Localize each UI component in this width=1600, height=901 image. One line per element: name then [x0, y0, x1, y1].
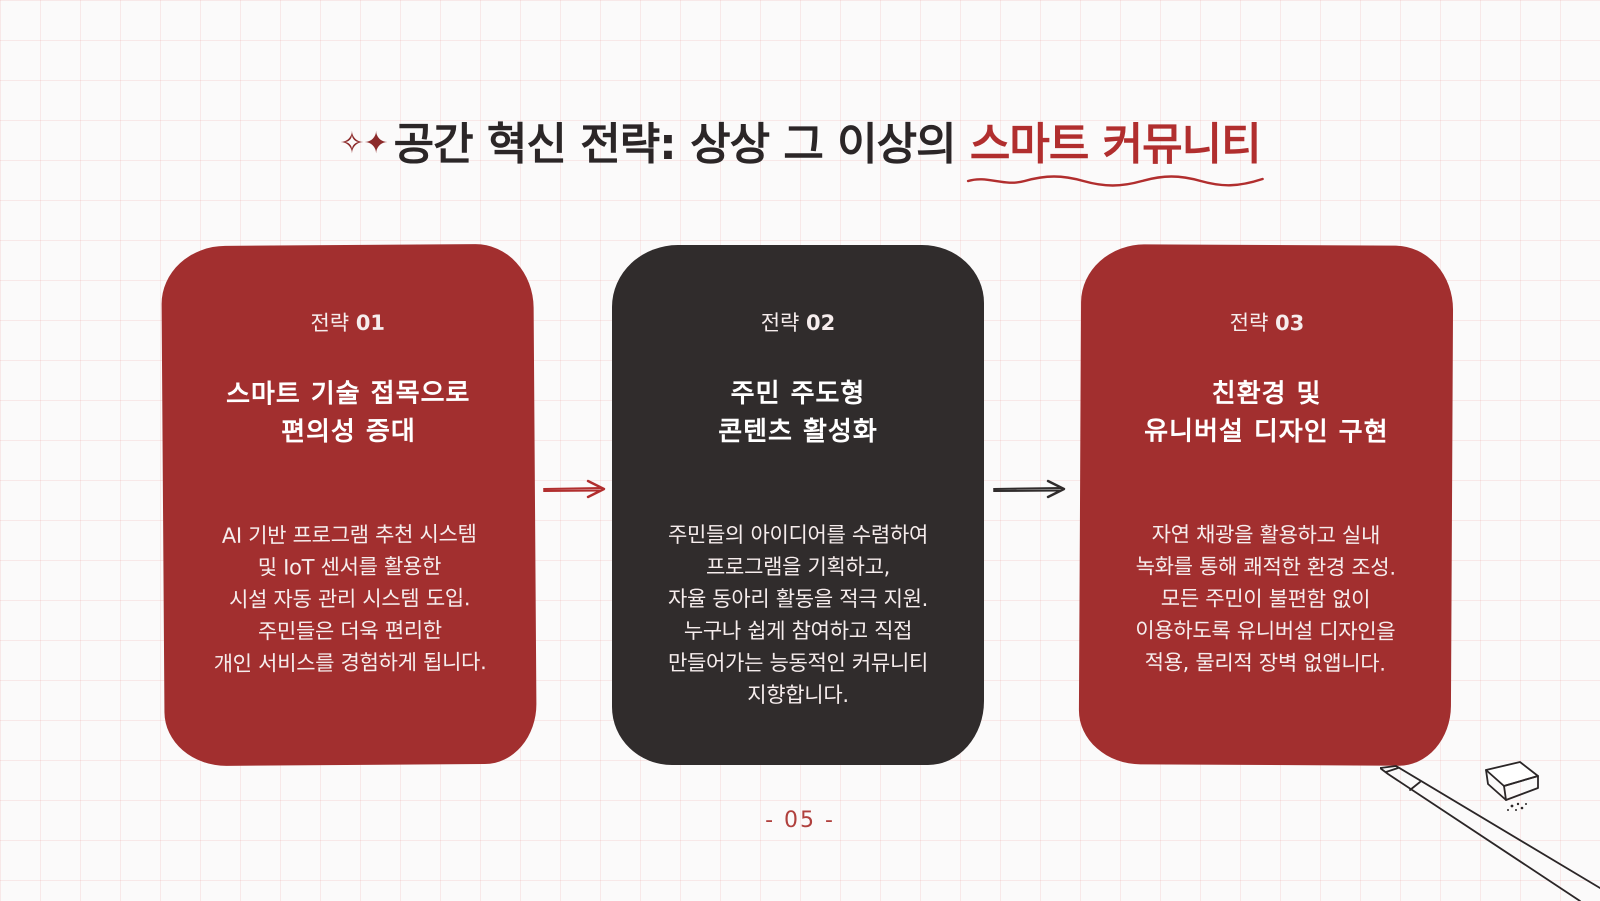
page-title: ✧✦공간 혁신 전략: 상상 그 이상의 스마트 커뮤니티: [0, 108, 1600, 187]
card-number: 01: [355, 310, 386, 335]
card-description: 주민들의 아이디어를 수렴하여 프로그램을 기획하고, 자율 동아리 활동을 적…: [667, 523, 929, 707]
page-number: - 05 -: [765, 808, 835, 833]
card-label: 전략 02: [760, 311, 836, 335]
card-heading: 스마트 기술 접목으로 편의성 증대: [225, 378, 471, 448]
strategy-card-02: 전략 02 주민 주도형 콘텐츠 활성화 주민들의 아이디어를 수렴하여 프로그…: [612, 245, 984, 765]
title-main: 공간 혁신 전략: 상상 그 이상의: [393, 119, 970, 170]
card-description: AI 기반 프로그램 추천 시스템 및 IoT 센서를 활용한 시설 자동 관리…: [213, 522, 487, 676]
card-label: 전략 03: [1229, 310, 1305, 336]
title-accent: 스마트 커뮤니티: [966, 108, 1264, 187]
sparkle-icon: ✧✦: [339, 126, 388, 161]
card-number: 03: [1274, 311, 1305, 336]
strategy-card-01: 전략 01 스마트 기술 접목으로 편의성 증대 AI 기반 프로그램 추천 시…: [161, 243, 537, 767]
card-heading: 친환경 및 유니버설 디자인 구현: [1144, 378, 1389, 448]
strategy-card-03: 전략 03 친환경 및 유니버설 디자인 구현 자연 채광을 활용하고 실내 녹…: [1078, 244, 1454, 766]
title-accent-text: 스마트 커뮤니티: [969, 119, 1262, 170]
card-heading: 주민 주도형 콘텐츠 활성화: [718, 379, 878, 447]
card-label: 전략 01: [310, 310, 386, 336]
card-number: 02: [806, 311, 836, 335]
arrow-right-icon: [993, 479, 1066, 499]
card-description: 자연 채광을 활용하고 실내 녹화를 통해 쾌적한 환경 조성. 모든 주민이 …: [1135, 522, 1396, 676]
arrow-right-icon: [543, 479, 606, 499]
underline-squiggle: [966, 175, 1264, 187]
pen-eraser-doodle-icon: [1380, 761, 1600, 901]
